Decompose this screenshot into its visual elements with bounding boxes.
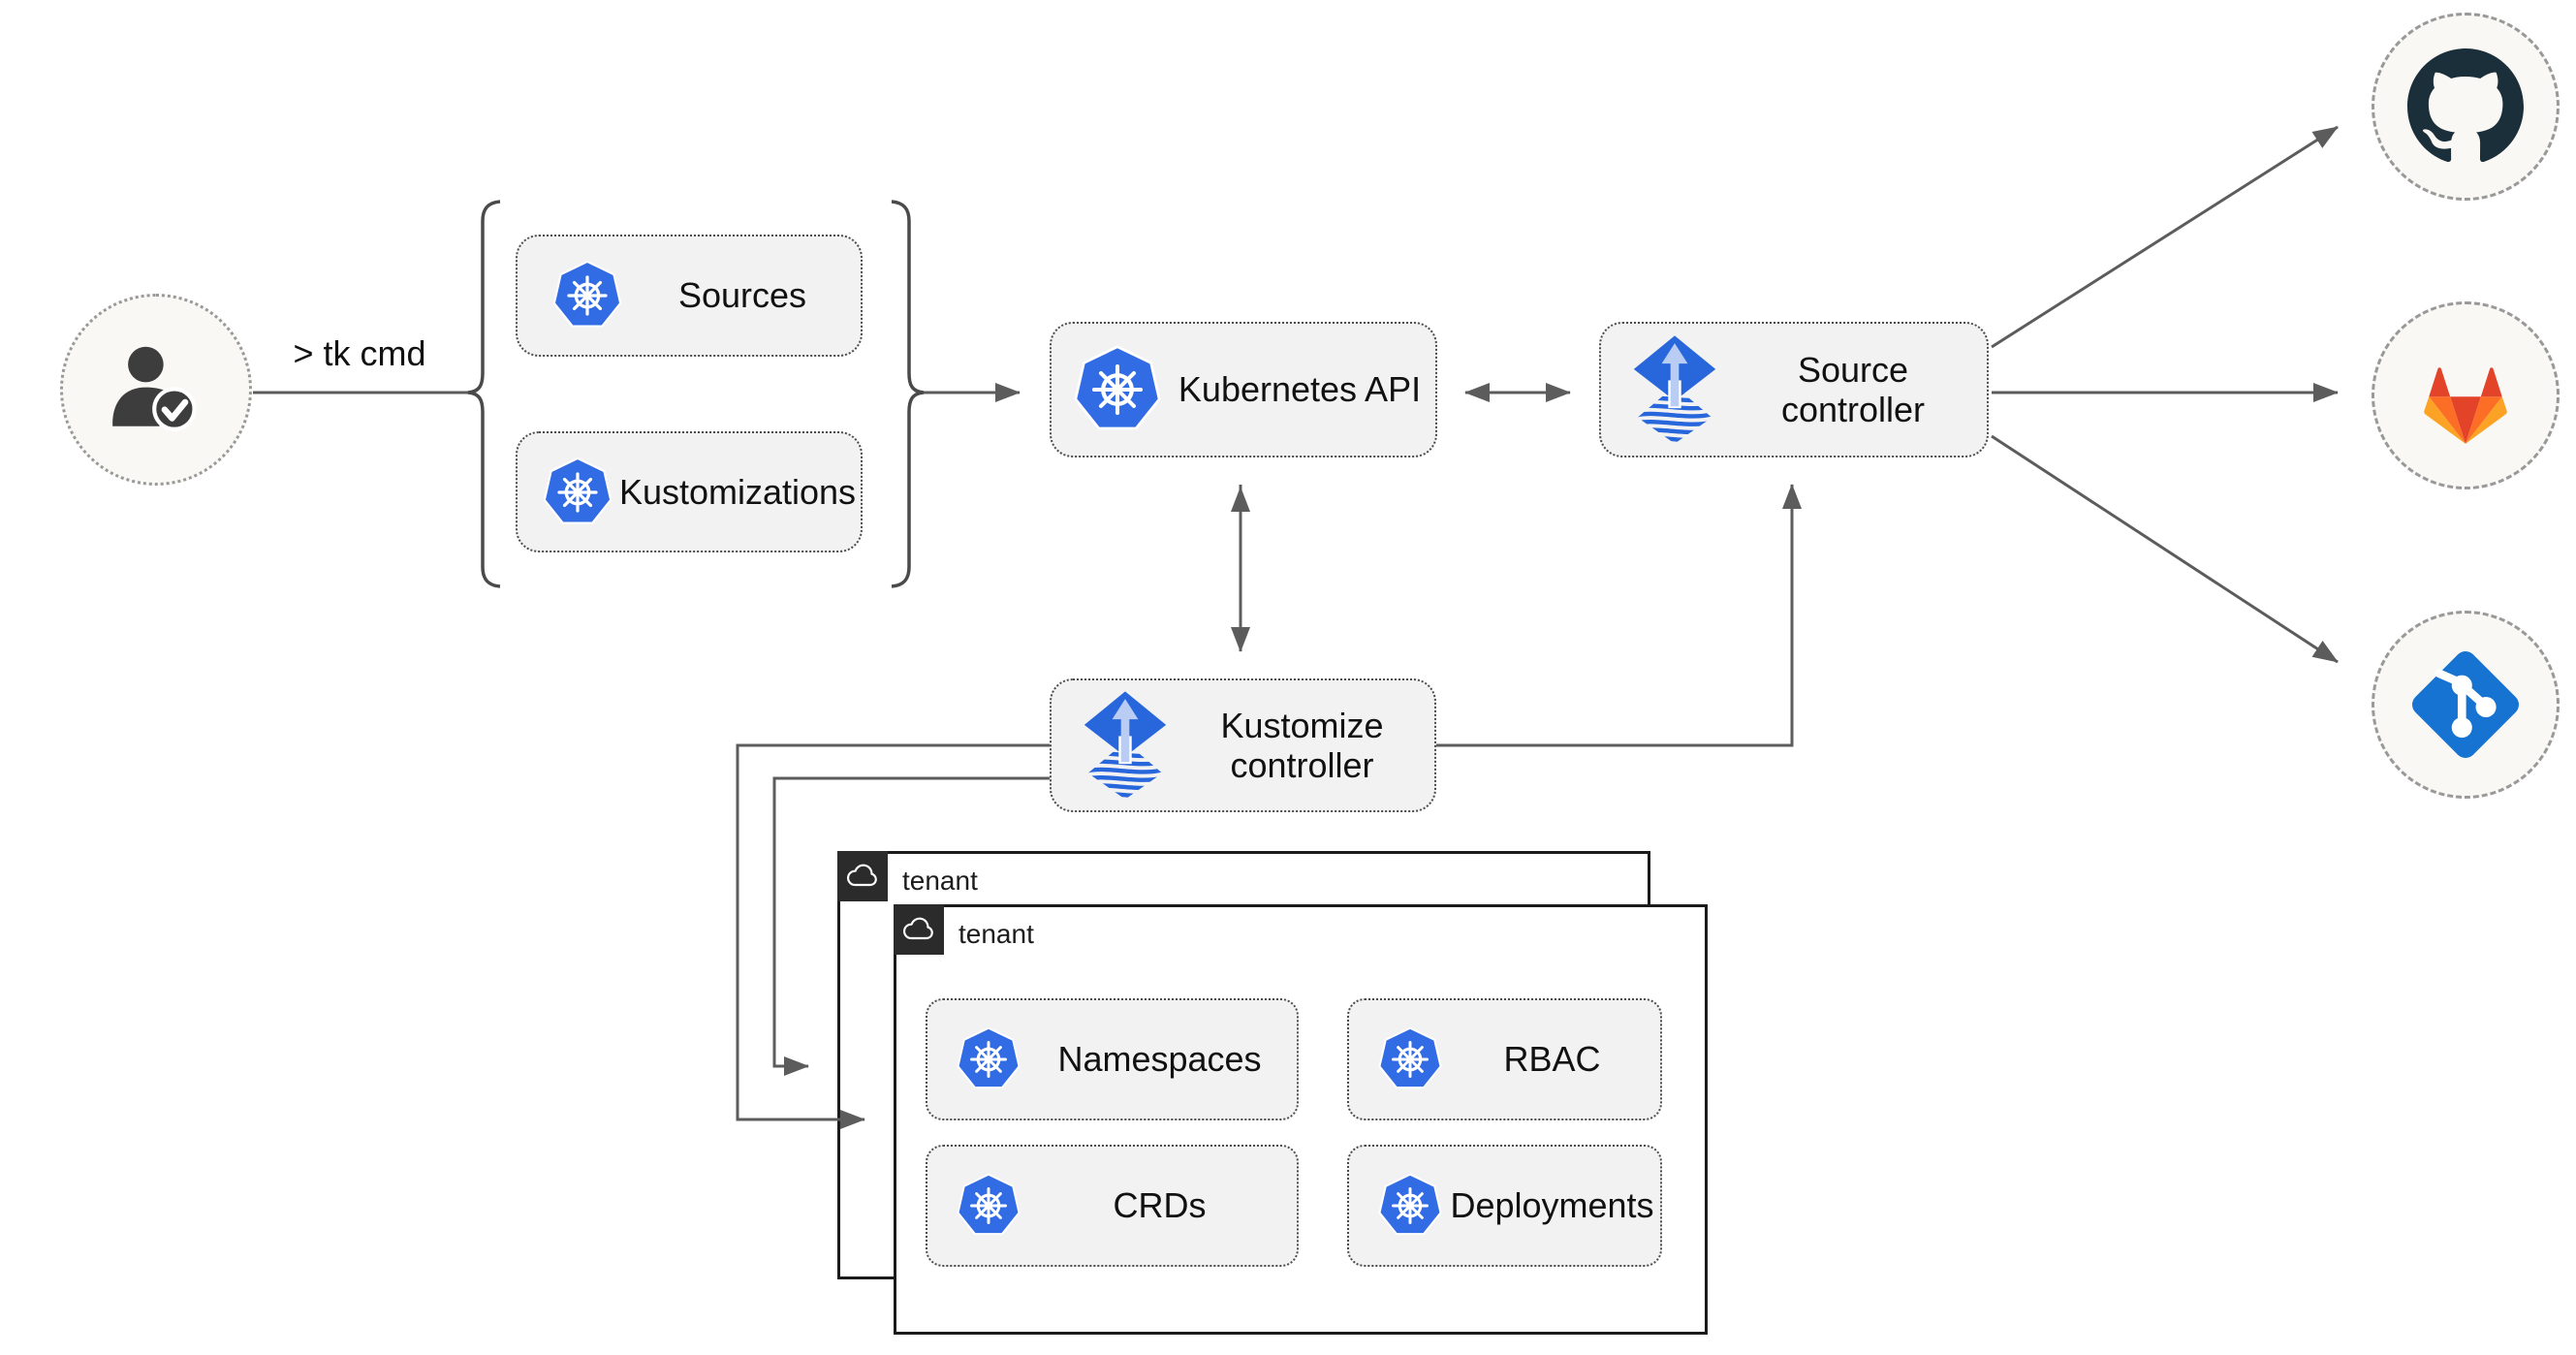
git-icon bbox=[2405, 645, 2526, 765]
node-label: Namespaces bbox=[1057, 1039, 1262, 1080]
node-sources: Sources bbox=[516, 235, 863, 357]
node-deployments: Deployments bbox=[1347, 1145, 1662, 1267]
edge-source-to-git bbox=[1991, 434, 2339, 664]
gitlab-icon bbox=[2406, 341, 2525, 450]
target-git bbox=[2372, 611, 2560, 799]
node-namespaces: Namespaces bbox=[926, 998, 1299, 1120]
user-actor bbox=[60, 294, 252, 486]
kubernetes-icon bbox=[541, 456, 614, 529]
node-kustomize-controller: Kustomize controller bbox=[1050, 678, 1436, 812]
node-label: Kustomizations bbox=[618, 471, 857, 512]
edge-kustomize-to-source bbox=[1436, 484, 1802, 747]
person-check-icon bbox=[99, 332, 213, 447]
kubernetes-icon bbox=[1376, 1025, 1444, 1093]
tenant-tab bbox=[837, 851, 888, 901]
node-rbac: RBAC bbox=[1347, 998, 1662, 1120]
node-kustomizations: Kustomizations bbox=[516, 431, 863, 552]
cloud-icon bbox=[901, 917, 936, 942]
tenant-label: tenant bbox=[958, 919, 1034, 949]
flux-icon bbox=[1081, 689, 1170, 802]
node-label: Kubernetes API bbox=[1178, 369, 1422, 410]
tenant-label: tenant bbox=[902, 866, 978, 896]
node-label: Source controller bbox=[1780, 349, 1926, 429]
node-label: Kustomize controller bbox=[1220, 705, 1384, 785]
node-source-controller: Source controller bbox=[1599, 322, 1989, 457]
kubernetes-icon bbox=[1376, 1172, 1444, 1240]
node-label: Sources bbox=[677, 275, 807, 316]
left-curly-bracket bbox=[467, 200, 501, 588]
right-curly-bracket bbox=[891, 200, 925, 588]
node-label: Deployments bbox=[1450, 1185, 1654, 1226]
user-command-label: > tk cmd bbox=[293, 333, 426, 373]
node-crds: CRDs bbox=[926, 1145, 1299, 1267]
edge-source-to-github bbox=[1991, 125, 2339, 349]
kubernetes-icon bbox=[955, 1025, 1022, 1093]
github-icon bbox=[2407, 48, 2524, 165]
node-label: RBAC bbox=[1503, 1039, 1601, 1080]
node-kubernetes-api: Kubernetes API bbox=[1050, 322, 1437, 457]
kubernetes-icon bbox=[955, 1172, 1022, 1240]
cloud-icon bbox=[845, 864, 880, 889]
flux-icon bbox=[1630, 333, 1719, 446]
node-label: CRDs bbox=[1113, 1185, 1207, 1226]
target-gitlab bbox=[2372, 301, 2560, 489]
kubernetes-icon bbox=[550, 259, 624, 332]
tenant-tab bbox=[894, 904, 944, 955]
kubernetes-icon bbox=[1071, 343, 1164, 436]
target-github bbox=[2372, 13, 2560, 201]
